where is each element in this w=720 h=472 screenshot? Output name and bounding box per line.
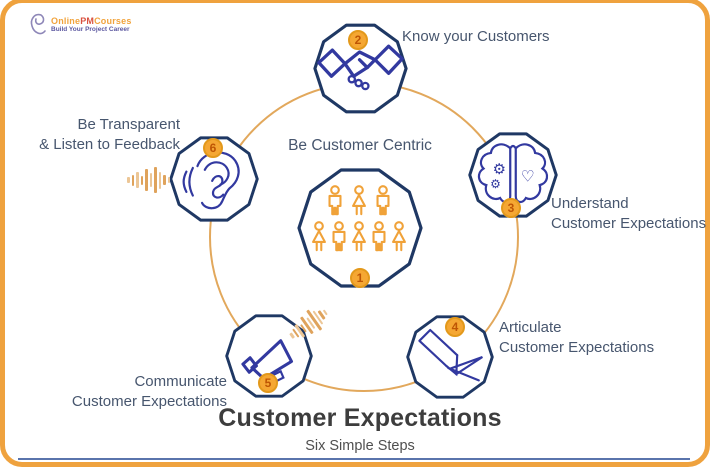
center-node xyxy=(295,163,425,293)
step-3-badge: 3 xyxy=(501,198,521,218)
step-3-node: ⚙ ⚙ ♡ xyxy=(467,129,559,221)
sound-waves-icon xyxy=(127,165,177,195)
step-1-badge: 1 xyxy=(350,268,370,288)
step-5-label: Communicate Customer Expectations xyxy=(71,373,227,411)
step-5-badge: 5 xyxy=(258,373,278,393)
step-2-node xyxy=(312,20,409,117)
brand-logo: OnlinePMCourses Build Your Project Caree… xyxy=(28,12,132,38)
page-subtitle: Six Simple Steps xyxy=(305,438,415,454)
gear-icon: ⚙ xyxy=(493,161,506,178)
step-6-badge: 6 xyxy=(203,138,223,158)
step-2-badge: 2 xyxy=(348,30,368,50)
logo-swirl-icon xyxy=(30,13,46,35)
brand-name: OnlinePMCourses xyxy=(51,16,132,26)
brain-icon: ⚙ ⚙ ♡ xyxy=(468,132,558,218)
heart-icon: ♡ xyxy=(521,166,535,185)
step-2-label: Know your Customers xyxy=(402,28,550,45)
people-icon xyxy=(297,168,423,288)
handshake-icon xyxy=(313,23,408,114)
step-6-label: Be Transparent & Listen to Feedback xyxy=(39,116,180,154)
brand-tagline: Build Your Project Career xyxy=(51,26,130,34)
ear-icon xyxy=(169,136,259,222)
step-6-node xyxy=(168,133,260,225)
gear-icon: ⚙ xyxy=(490,177,501,191)
bottom-rule xyxy=(18,458,690,460)
step-4-node xyxy=(405,312,495,402)
step-4-badge: 4 xyxy=(445,317,465,337)
page-title: Customer Expectations xyxy=(218,404,502,432)
writing-icon xyxy=(406,315,494,399)
step-4-label: Articulate Customer Expectations xyxy=(499,319,655,357)
center-label: Be Customer Centric xyxy=(288,137,432,154)
step-3-label: Understand Customer Expectations xyxy=(551,195,707,233)
